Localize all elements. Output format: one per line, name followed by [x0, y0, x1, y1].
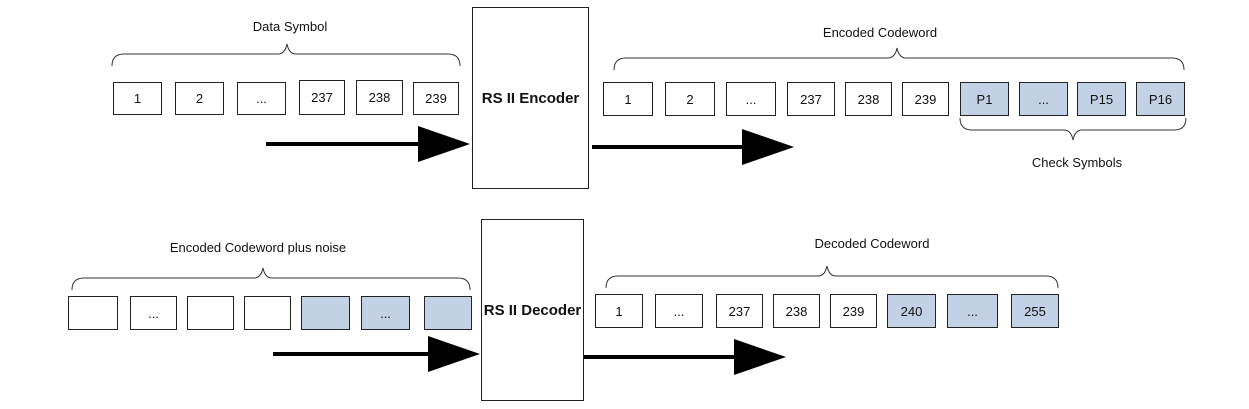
- noisy-check-symbol-box: ...: [361, 296, 410, 330]
- encoded-codeword-label: Encoded Codeword: [822, 25, 938, 40]
- decoded-symbol-box: 1: [595, 294, 643, 328]
- encoded-codeword-brace: [613, 47, 1185, 71]
- check-symbols-label: Check Symbols: [1031, 155, 1123, 170]
- check-symbols-bracket: [959, 117, 1187, 141]
- rs-encoder-block: RS II Encoder: [472, 7, 589, 189]
- codeword-symbol-box: ...: [726, 82, 776, 116]
- decoded-extra-symbol-box: 240: [887, 294, 936, 328]
- noisy-symbol-box: [187, 296, 234, 330]
- check-symbol-box: ...: [1019, 82, 1068, 116]
- noisy-symbol-box: [244, 296, 291, 330]
- check-symbol-box: P15: [1077, 82, 1126, 116]
- decoder-input-arrow: [273, 336, 480, 372]
- encoder-input-arrow: [266, 126, 470, 162]
- noisy-symbol-box: ...: [130, 296, 177, 330]
- codeword-symbol-box: 238: [845, 82, 892, 116]
- noisy-check-symbol-box: [424, 296, 472, 330]
- codeword-symbol-box: 1: [603, 82, 653, 116]
- decoded-extra-symbol-box: ...: [947, 294, 998, 328]
- rs-decoder-block: RS II Decoder: [481, 219, 584, 401]
- noisy-codeword-brace: [71, 267, 471, 291]
- data-symbol-box: 238: [356, 80, 403, 115]
- data-symbol-box: 1: [113, 82, 162, 115]
- check-symbol-box: P16: [1136, 82, 1185, 116]
- decoded-extra-symbol-box: 255: [1011, 294, 1059, 328]
- decoded-codeword-label: Decoded Codeword: [814, 236, 930, 251]
- decoded-symbol-box: ...: [655, 294, 703, 328]
- noisy-symbol-box: [68, 296, 118, 330]
- decoded-symbol-box: 237: [716, 294, 763, 328]
- decoded-codeword-brace: [605, 265, 1059, 289]
- data-symbol-label: Data Symbol: [252, 19, 328, 34]
- noisy-codeword-label: Encoded Codeword plus noise: [169, 240, 347, 255]
- codeword-symbol-box: 237: [787, 82, 835, 116]
- decoder-output-arrow: [583, 339, 786, 375]
- codeword-symbol-box: 239: [902, 82, 949, 116]
- data-symbol-brace: [111, 43, 461, 67]
- data-symbol-box: 237: [299, 80, 345, 115]
- check-symbol-box: P1: [960, 82, 1009, 116]
- decoded-symbol-box: 238: [773, 294, 820, 328]
- decoded-symbol-box: 239: [830, 294, 877, 328]
- codeword-symbol-box: 2: [665, 82, 715, 116]
- encoder-output-arrow: [592, 129, 794, 165]
- noisy-check-symbol-box: [301, 296, 350, 330]
- data-symbol-box: 2: [175, 82, 224, 115]
- data-symbol-box: ...: [237, 82, 286, 115]
- data-symbol-box: 239: [413, 82, 459, 115]
